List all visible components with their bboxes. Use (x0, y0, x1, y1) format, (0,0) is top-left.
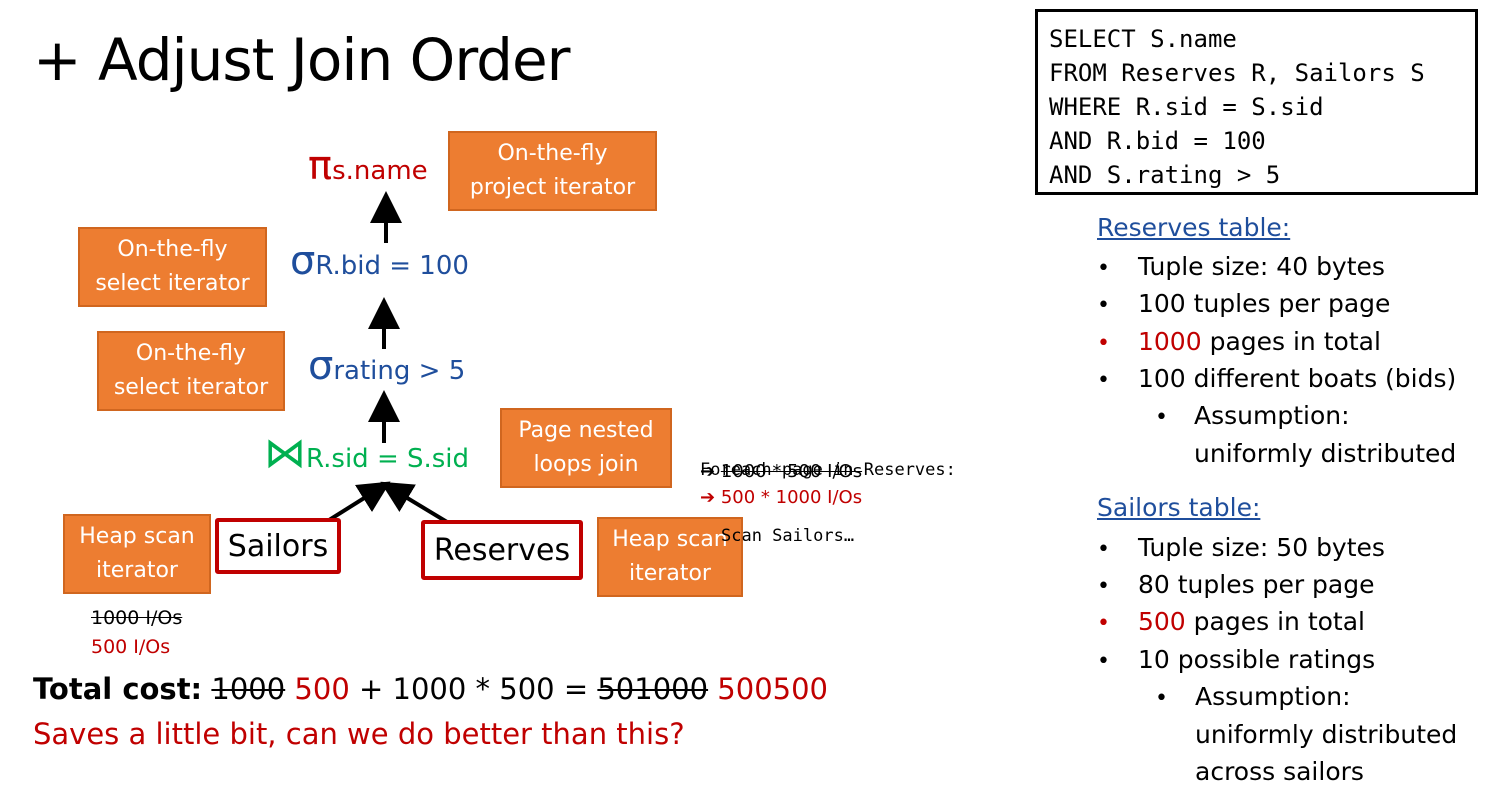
total-cost-line: Total cost: 1000 500 + 1000 * 500 = 5010… (33, 672, 829, 706)
foreach-line2: Scan Sailors… (721, 526, 855, 546)
bullet: • (1097, 331, 1110, 356)
reserves-relation: Reserves (421, 520, 583, 580)
join-operator: ⋈R.sid = S.sid (264, 428, 470, 477)
sailors-subitem: uniformly distributed (1195, 720, 1458, 749)
sailors-subitem: across sailors (1195, 757, 1364, 786)
old-scan-cost: 1000 I/Os (91, 607, 183, 629)
reserves-item: 100 tuples per page (1138, 289, 1391, 318)
bullet: • (1097, 537, 1110, 562)
bullet: • (1097, 574, 1110, 599)
sailors-relation: Sailors (215, 518, 341, 574)
sailors-item: 500 pages in total (1138, 607, 1365, 636)
project-iterator-box: On-the-fly project iterator (448, 131, 657, 211)
sql-line: FROM Reserves R, Sailors S (1049, 59, 1425, 87)
select-rating-iterator-box: On-the-fly select iterator (97, 331, 285, 411)
sql-line: SELECT S.name (1049, 25, 1237, 53)
new-scan-cost: 500 I/Os (91, 636, 171, 658)
bullet: • (1097, 368, 1110, 393)
bullet: • (1097, 649, 1110, 674)
sailors-item: Tuple size: 50 bytes (1138, 533, 1385, 562)
bullet: • (1155, 405, 1168, 430)
arrow-icon: ➔ (700, 487, 716, 508)
new-join-cost: ➔ 500 * 1000 I/Os (700, 487, 863, 508)
select-bid-iterator-box: On-the-fly select iterator (78, 227, 267, 307)
arrow-reserves-to-join (380, 481, 454, 527)
reserves-item: 100 different boats (bids) (1138, 364, 1457, 393)
reserves-item: Tuple size: 40 bytes (1138, 252, 1385, 281)
arrow-icon: ➔ (700, 461, 716, 482)
foreach-line1: Foreach page in Reserves: (700, 460, 956, 480)
reserves-item: 1000 pages in total (1138, 327, 1381, 356)
slide-title: + Adjust Join Order (33, 26, 571, 94)
reserves-scan-box: Heap scan iterator (597, 517, 743, 597)
project-operator: πs.name (308, 143, 428, 189)
select-rating-operator: σrating > 5 (308, 343, 466, 389)
sql-line: AND R.bid = 100 (1049, 127, 1266, 155)
sql-line: WHERE R.sid = S.sid (1049, 93, 1324, 121)
sailors-heading: Sailors table: (1097, 493, 1261, 522)
sailors-item: 80 tuples per page (1138, 570, 1375, 599)
sql-query-box: SELECT S.name FROM Reserves R, Sailors S… (1035, 9, 1478, 195)
sailors-scan-box: Heap scan iterator (63, 514, 211, 594)
reserves-heading: Reserves table: (1097, 213, 1291, 242)
sql-line: AND S.rating > 5 (1049, 161, 1281, 189)
old-join-cost: ➔ 1000 * 500 I/Os (700, 461, 863, 482)
sailors-item: 10 possible ratings (1138, 645, 1376, 674)
bullet: • (1097, 256, 1110, 281)
bullet: • (1155, 686, 1168, 711)
reserves-subitem: Assumption: (1194, 401, 1350, 430)
reserves-subitem: uniformly distributed (1194, 439, 1457, 468)
sailors-subitem: Assumption: (1195, 682, 1351, 711)
bullet: • (1097, 611, 1110, 636)
foreach-annotation: Foreach page in Reserves: Scan Sailors… (700, 415, 956, 569)
join-iterator-box: Page nested loops join (500, 408, 672, 488)
saves-note: Saves a little bit, can we do better tha… (33, 717, 685, 751)
select-bid-operator: σR.bid = 100 (290, 238, 469, 284)
bullet: • (1097, 293, 1110, 318)
